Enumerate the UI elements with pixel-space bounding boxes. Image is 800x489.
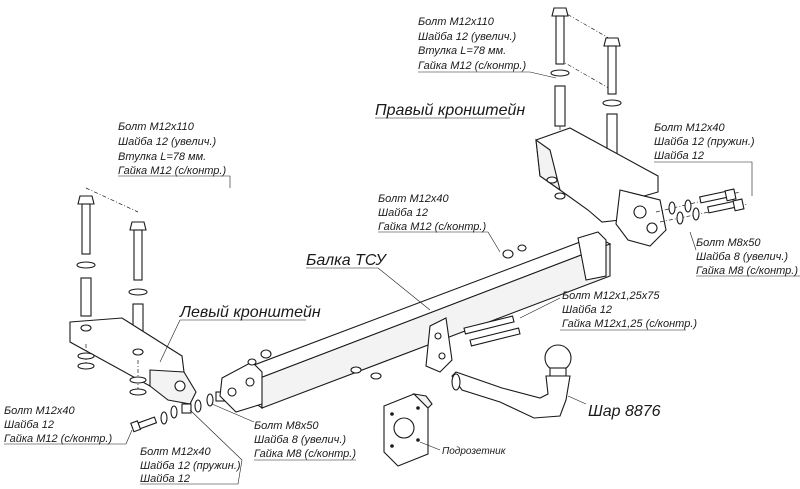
label-top-right-kit: Болт М12х110 Шайба 12 (увелич.) Втулка L…: [418, 16, 526, 72]
label-center-lower-kit: Болт М12х1,25х75 Шайба 12 Гайка М12х1,25…: [562, 290, 697, 330]
label-line: Болт М12х40: [140, 446, 211, 458]
left-bracket: [69, 317, 197, 405]
label-line: Болт М8х50: [696, 237, 761, 249]
label-line: Гайка М12 (с/контр.): [118, 165, 226, 177]
label-line: Болт М12х110: [418, 16, 495, 28]
label-line: Шайба 8 (увелич.): [254, 434, 346, 446]
label-line: Гайка М12 (с/контр.): [4, 433, 112, 445]
label-line: Шайба 12 (увелич.): [418, 31, 516, 43]
beam-center-bolts: [247, 244, 527, 380]
label-line: Болт М12х40: [378, 193, 449, 205]
label-right-small-kit: Болт М12х40 Шайба 12 (пружин.) Шайба 12: [654, 122, 755, 162]
label-line: Шайба 12: [654, 150, 704, 162]
label-line: Болт М12х110: [118, 121, 195, 133]
tow-ball: [451, 344, 572, 419]
left-vertical-bolts: [76, 187, 148, 345]
label-line: Шайба 12 (пружин.): [654, 136, 755, 148]
label-m8-kit-left: Болт М8х50 Шайба 8 (увелич.) Гайка М8 (с…: [254, 420, 356, 460]
label-line: Шайба 12: [4, 419, 54, 431]
left-bracket-title: Левый кронштейн: [179, 304, 321, 321]
socket-plate-label: Подрозетник: [442, 446, 507, 457]
label-m8-kit-right: Болт М8х50 Шайба 8 (увелич.) Гайка М8 (с…: [696, 237, 798, 277]
label-line: Болт М8х50: [254, 420, 319, 432]
towbar-beam: [219, 231, 612, 413]
label-line: Шайба 12 (пружин.): [140, 460, 241, 472]
socket-plate: [383, 393, 433, 467]
label-line: Болт М12х1,25х75: [562, 290, 660, 302]
right-side-bolts: [655, 188, 749, 225]
label-left-top-kit: Болт М12х110 Шайба 12 (увелич.) Втулка L…: [118, 121, 226, 177]
label-bottom-kit: Болт М12х40 Шайба 12 (пружин.) Шайба 12: [140, 446, 241, 485]
label-line: Шайба 12 (увелич.): [118, 136, 216, 148]
label-center-kit: Болт М12х40 Шайба 12 Гайка М12 (с/контр.…: [378, 193, 486, 233]
label-line: Гайка М8 (с/контр.): [254, 448, 356, 460]
beam-title: Балка ТСУ: [306, 252, 387, 269]
right-vertical-bolts: [550, 7, 622, 175]
ball-title: Шар 8876: [588, 403, 661, 420]
label-line: Шайба 8 (увелич.): [696, 251, 788, 263]
label-line: Втулка L=78 мм.: [118, 151, 206, 163]
label-line: Шайба 12: [378, 207, 428, 219]
label-line: Болт М12х40: [4, 405, 75, 417]
label-line: Гайка М12 (с/контр.): [378, 221, 486, 233]
label-line: Шайба 12: [562, 304, 612, 316]
right-bracket: [535, 127, 667, 247]
label-bottom-left-kit: Болт М12х40 Шайба 12 Гайка М12 (с/контр.…: [4, 405, 112, 445]
label-line: Гайка М8 (с/контр.): [696, 265, 798, 277]
leader-lines: [4, 71, 800, 485]
label-line: Гайка М12х1,25 (с/контр.): [562, 318, 697, 330]
label-line: Втулка L=78 мм.: [418, 45, 506, 57]
label-line: Шайба 12: [140, 473, 190, 485]
label-line: Гайка М12 (с/контр.): [418, 60, 526, 72]
label-line: Болт М12х40: [654, 122, 725, 134]
right-bracket-title: Правый кронштейн: [375, 102, 525, 119]
